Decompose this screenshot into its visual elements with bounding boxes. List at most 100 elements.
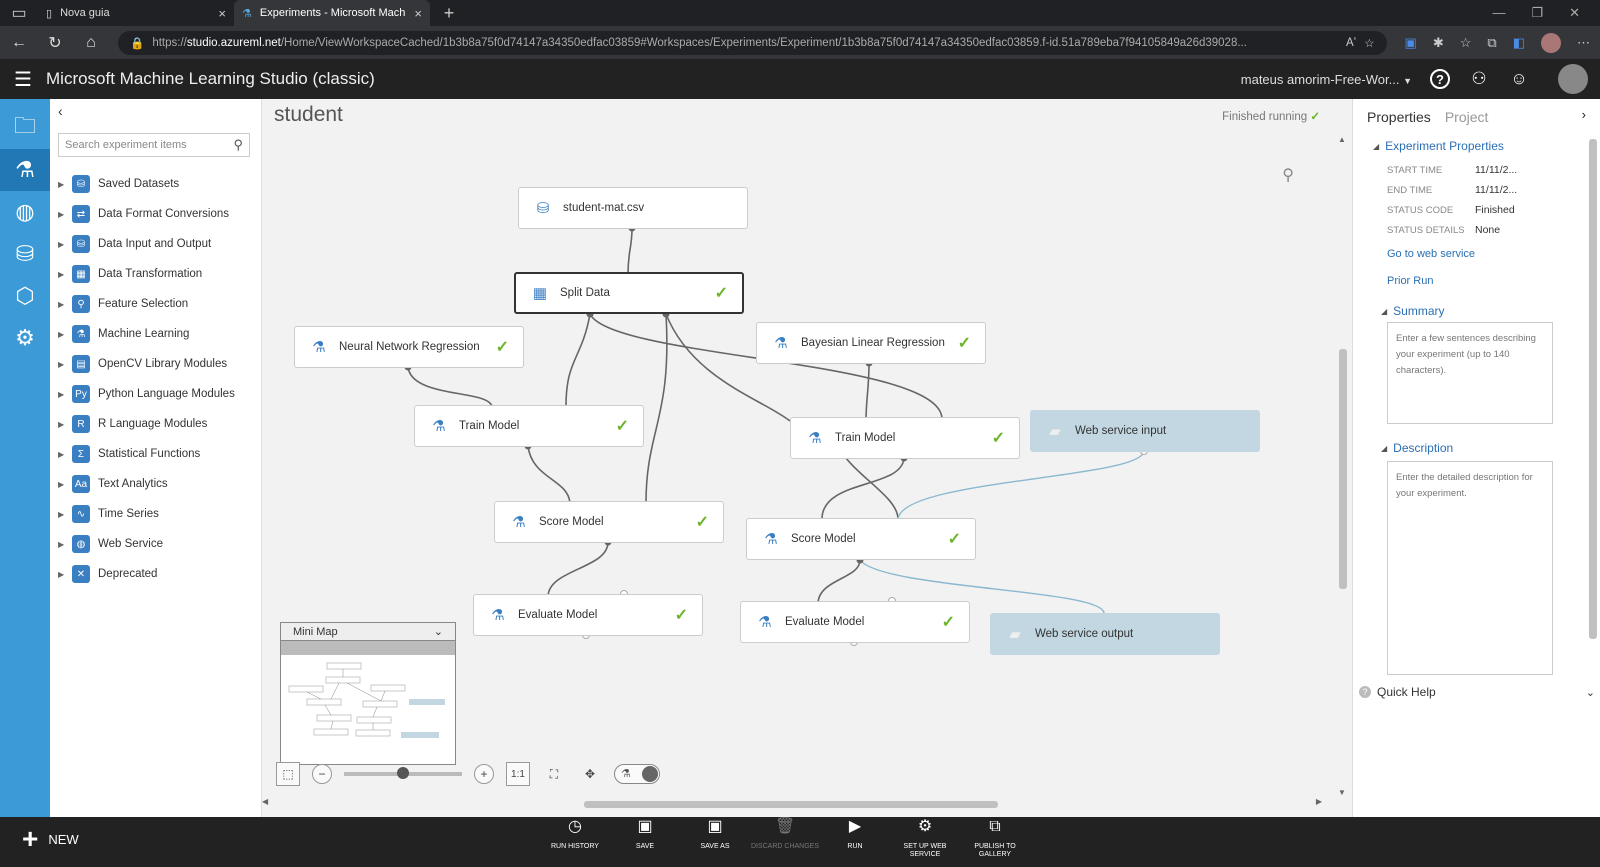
mini-map[interactable]: Mini Map⌄ bbox=[280, 622, 456, 765]
restore-icon[interactable]: ❐ bbox=[1531, 5, 1544, 20]
module-train-model-1[interactable]: ⚗ Train Model ✓ bbox=[414, 405, 644, 447]
module-score-model-1[interactable]: ⚗ Score Model ✓ bbox=[494, 501, 724, 543]
discard-changes-button[interactable]: 🗑DISCARD CHANGES bbox=[750, 819, 820, 859]
zoom-to-fit-icon[interactable]: ⛶ bbox=[549, 766, 559, 781]
mini-map-header[interactable]: Mini Map⌄ bbox=[281, 623, 455, 641]
menu-icon[interactable]: ☰ bbox=[14, 68, 32, 91]
scroll-thumb[interactable] bbox=[1589, 139, 1597, 639]
module-neural-network-regression[interactable]: ⚗ Neural Network Regression ✓ bbox=[294, 326, 524, 368]
save-as-button[interactable]: ▣SAVE AS bbox=[680, 819, 750, 859]
feedback-smiley-icon[interactable]: ☺ bbox=[1510, 69, 1528, 88]
close-icon[interactable]: × bbox=[218, 5, 226, 21]
browser-tab-experiments[interactable]: ⚗ Experiments - Microsoft Machine × bbox=[234, 0, 430, 26]
collapse-palette-button[interactable]: ‹ bbox=[58, 103, 63, 119]
zoom-slider-knob[interactable] bbox=[397, 767, 409, 779]
read-aloud-icon[interactable]: Aʼ bbox=[1346, 36, 1357, 49]
experiments-icon[interactable]: ⚗ bbox=[0, 149, 50, 191]
favorites-icon[interactable]: ☆ bbox=[1459, 34, 1472, 50]
new-button[interactable]: + NEW bbox=[22, 825, 79, 853]
panel-scrollbar[interactable] bbox=[1588, 129, 1598, 669]
workspace-selector[interactable]: mateus amorim-Free-Wor... ▼ bbox=[1241, 72, 1412, 87]
module-train-model-2[interactable]: ⚗ Train Model ✓ bbox=[790, 417, 1020, 459]
horizontal-scrollbar[interactable]: ◀ ▶ bbox=[262, 797, 1322, 809]
category-data-input-output[interactable]: ▶⛁Data Input and Output bbox=[50, 229, 262, 259]
settings-icon[interactable]: ⚙ bbox=[15, 325, 35, 350]
help-icon[interactable]: ? bbox=[1430, 69, 1450, 89]
category-feature-selection[interactable]: ▶⚲Feature Selection bbox=[50, 289, 262, 319]
category-deprecated[interactable]: ▶✕Deprecated bbox=[50, 559, 262, 589]
scroll-right-icon[interactable]: ▶ bbox=[1315, 797, 1322, 806]
projects-icon[interactable]: 🗀 bbox=[13, 113, 36, 138]
chevron-down-icon[interactable]: ⌄ bbox=[1585, 686, 1595, 699]
summary-header[interactable]: ◢Summary bbox=[1381, 304, 1445, 318]
category-saved-datasets[interactable]: ▶⛁Saved Datasets bbox=[50, 169, 262, 199]
experiment-canvas[interactable]: student Finished running ✓ ⚲ bbox=[262, 99, 1352, 817]
minimize-icon[interactable]: — bbox=[1492, 5, 1506, 20]
description-header[interactable]: ◢Description bbox=[1381, 441, 1453, 455]
category-opencv[interactable]: ▶▤OpenCV Library Modules bbox=[50, 349, 262, 379]
publish-to-gallery-button[interactable]: ⧉PUBLISH TO GALLERY bbox=[960, 819, 1030, 859]
category-data-transformation[interactable]: ▶▦Data Transformation bbox=[50, 259, 262, 289]
collections-icon[interactable]: ⧉ bbox=[1487, 34, 1497, 50]
tab-actions-icon[interactable]: ▭ bbox=[11, 5, 27, 22]
trained-models-icon[interactable]: ⬡ bbox=[15, 283, 35, 308]
prior-run-link[interactable]: Prior Run bbox=[1387, 275, 1434, 287]
experiment-title[interactable]: student bbox=[274, 103, 343, 126]
module-split-data[interactable]: ▦ Split Data ✓ bbox=[514, 272, 744, 314]
new-tab-button[interactable]: + bbox=[443, 2, 455, 23]
save-button[interactable]: ▣SAVE bbox=[610, 819, 680, 859]
scroll-up-icon[interactable]: ▲ bbox=[1338, 135, 1346, 144]
tab-properties[interactable]: Properties bbox=[1367, 109, 1431, 125]
fit-selection-icon[interactable]: ⬚ bbox=[276, 762, 300, 786]
address-bar[interactable]: 🔒 https://studio.azureml.net/Home/ViewWo… bbox=[118, 30, 1387, 55]
tab-project[interactable]: Project bbox=[1444, 109, 1489, 125]
scroll-down-icon[interactable]: ▼ bbox=[1338, 788, 1346, 797]
category-web-service[interactable]: ▶◍Web Service bbox=[50, 529, 262, 559]
module-evaluate-model-1[interactable]: ⚗ Evaluate Model ✓ bbox=[473, 594, 703, 636]
set-up-web-service-button[interactable]: ⚙SET UP WEB SERVICE bbox=[890, 819, 960, 859]
actual-size-button[interactable]: 1:1 bbox=[506, 762, 530, 786]
category-data-format-conversions[interactable]: ▶⇄Data Format Conversions bbox=[50, 199, 262, 229]
quick-help[interactable]: ? Quick Help ⌄ bbox=[1359, 685, 1595, 699]
scroll-left-icon[interactable]: ◀ bbox=[262, 797, 269, 806]
user-avatar[interactable] bbox=[1558, 64, 1588, 94]
category-time-series[interactable]: ▶∿Time Series bbox=[50, 499, 262, 529]
more-icon[interactable]: ⋯ bbox=[1577, 34, 1590, 50]
collapse-panel-button[interactable]: › bbox=[1581, 107, 1586, 122]
community-icon[interactable]: ⚇ bbox=[1471, 69, 1487, 88]
close-icon[interactable]: × bbox=[414, 5, 422, 21]
favorite-icon[interactable]: ☆ bbox=[1364, 37, 1375, 50]
module-bayesian-linear-regression[interactable]: ⚗ Bayesian Linear Regression ✓ bbox=[756, 322, 986, 364]
module-score-model-2[interactable]: ⚗ Score Model ✓ bbox=[746, 518, 976, 560]
module-dataset[interactable]: ⛁ student-mat.csv bbox=[518, 187, 748, 229]
run-button[interactable]: ▶RUN bbox=[820, 819, 890, 859]
browser-tab-new[interactable]: ▯ Nova guia × bbox=[38, 0, 234, 26]
sidebar-icon[interactable]: ◧ bbox=[1512, 34, 1525, 50]
canvas-search-icon[interactable]: ⚲ bbox=[1282, 167, 1294, 184]
run-history-button[interactable]: ◷RUN HISTORY bbox=[540, 819, 610, 859]
module-web-service-input[interactable]: ▰ Web service input bbox=[1030, 410, 1260, 452]
extension-icon[interactable]: ✱ bbox=[1432, 34, 1444, 50]
category-machine-learning[interactable]: ▶⚗Machine Learning bbox=[50, 319, 262, 349]
home-icon[interactable]: ⌂ bbox=[86, 33, 96, 51]
back-icon[interactable]: ← bbox=[11, 33, 27, 51]
search-input[interactable]: Search experiment items ⚲ bbox=[58, 133, 250, 157]
refresh-icon[interactable]: ↻ bbox=[48, 34, 62, 52]
web-services-icon[interactable]: ◍ bbox=[15, 199, 35, 224]
module-web-service-output[interactable]: ▰ Web service output bbox=[990, 613, 1220, 655]
datasets-icon[interactable]: ⛁ bbox=[15, 241, 35, 266]
experiment-properties-header[interactable]: ◢Experiment Properties bbox=[1373, 139, 1504, 153]
zoom-out-button[interactable]: − bbox=[312, 764, 332, 784]
profile-avatar[interactable] bbox=[1541, 32, 1561, 53]
search-icon[interactable]: ⚲ bbox=[233, 137, 243, 152]
module-evaluate-model-2[interactable]: ⚗ Evaluate Model ✓ bbox=[740, 601, 970, 643]
scroll-thumb[interactable] bbox=[584, 801, 998, 808]
description-field[interactable]: Enter the detailed description for your … bbox=[1387, 461, 1553, 675]
vertical-scrollbar[interactable]: ▲ ▼ bbox=[1338, 135, 1348, 797]
close-window-icon[interactable]: ✕ bbox=[1569, 5, 1580, 20]
go-to-web-service-link[interactable]: Go to web service bbox=[1387, 248, 1476, 260]
